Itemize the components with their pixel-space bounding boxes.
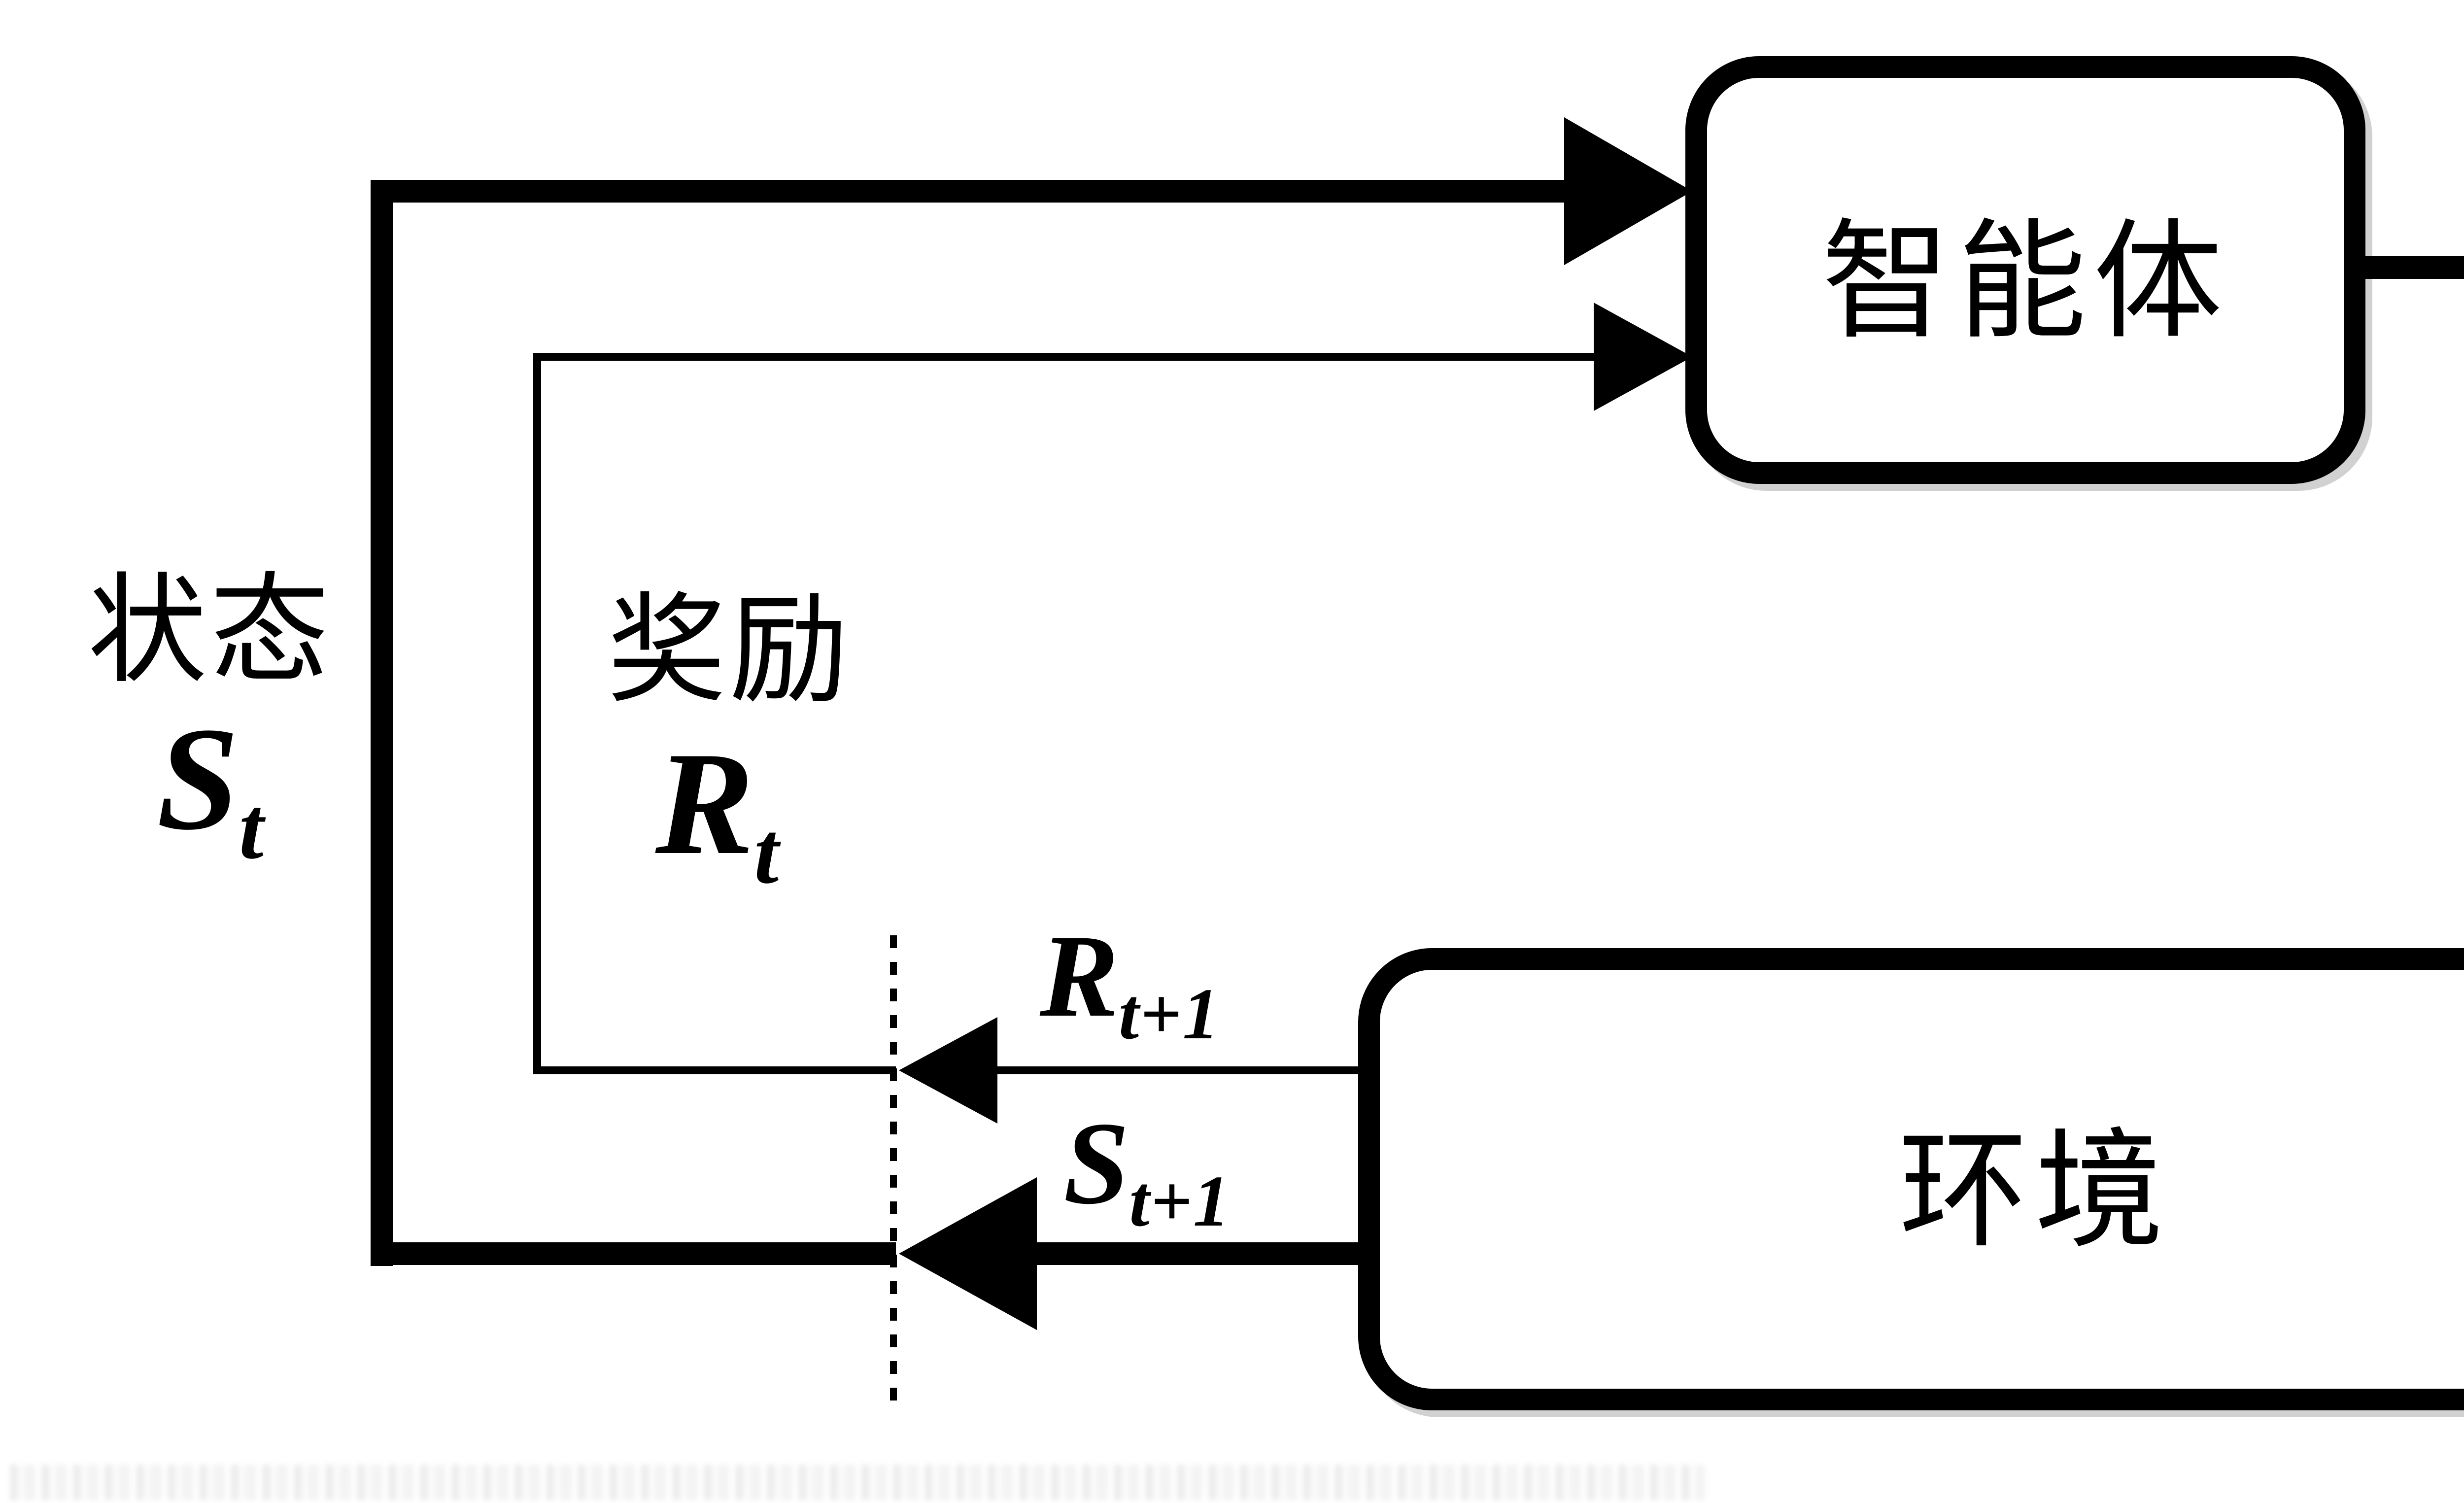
next-state-symbol: St+1 <box>1063 1095 1231 1243</box>
next-state-line-from-environment <box>1025 1242 1380 1265</box>
time-step-boundary-dashed-line <box>890 935 897 1407</box>
state-caption: 状态 <box>88 566 333 698</box>
reward-line-left <box>533 353 541 1074</box>
state-line-left <box>371 180 393 1266</box>
reward-line-top <box>533 353 1596 361</box>
state-symbol: St <box>157 694 265 879</box>
next-reward-symbol: Rt+1 <box>1040 908 1220 1056</box>
state-symbol-base: S <box>157 697 239 860</box>
environment-node: 环境 <box>1358 948 2464 1410</box>
reward-line-bottom <box>533 1066 896 1074</box>
state-line-top <box>371 180 1573 203</box>
next-state-symbol-base: S <box>1063 1097 1129 1229</box>
reward-arrowhead-into-agent <box>1594 303 1692 411</box>
reward-symbol-subscript: t <box>754 804 780 902</box>
next-reward-symbol-subscript: t+1 <box>1119 974 1220 1055</box>
state-arrowhead-into-agent <box>1564 117 1692 265</box>
reward-symbol: Rt <box>655 718 780 904</box>
action-line-elbow <box>2361 256 2464 1175</box>
next-reward-arrowhead-at-boundary <box>899 1017 997 1124</box>
next-reward-line-from-environment <box>991 1066 1380 1074</box>
next-state-arrowhead-at-boundary <box>899 1177 1037 1330</box>
agent-node: 智能体 <box>1685 56 2365 484</box>
state-line-bottom <box>371 1242 896 1265</box>
agent-node-label: 智能体 <box>1821 211 2229 354</box>
reward-symbol-base: R <box>655 721 754 885</box>
cropped-caption-ghost <box>10 1465 1705 1500</box>
next-reward-symbol-base: R <box>1040 910 1119 1041</box>
next-state-symbol-subscript: t+1 <box>1129 1161 1231 1242</box>
reward-caption: 奖励 <box>607 585 852 717</box>
state-symbol-subscript: t <box>239 779 265 877</box>
environment-node-label: 环境 <box>1899 1120 2171 1264</box>
